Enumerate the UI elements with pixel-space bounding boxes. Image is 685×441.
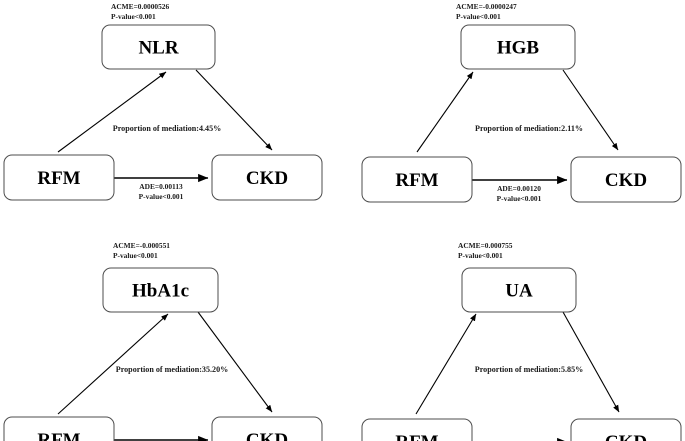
- node-exposure-box: [3, 416, 115, 441]
- acme-value-label: ACME=-0.0000247: [456, 2, 517, 11]
- ade-value-label: ADE=0.00113: [139, 182, 183, 191]
- node-outcome-box: [570, 156, 682, 203]
- edge-exposure-to-mediator: [57, 313, 169, 415]
- acme-value-label: ACME=-0.000551: [113, 241, 170, 250]
- panel-ua: ACME=0.000755 P-value<0.001 UA RFM CKD P…: [343, 221, 685, 441]
- node-exposure-label: RFM: [37, 430, 80, 441]
- ade-value-label: ADE=0.00120: [497, 184, 541, 193]
- node-exposure-box: [3, 154, 115, 201]
- node-mediator-label: HGB: [497, 38, 540, 59]
- acme-pvalue-label: P-value<0.001: [111, 12, 156, 21]
- edge-mediator-to-outcome: [562, 69, 619, 151]
- acme-pvalue-label: P-value<0.001: [456, 12, 501, 21]
- proportion-of-mediation-label: Proportion of mediation:5.85%: [475, 365, 583, 374]
- acme-pvalue-label: P-value<0.001: [458, 251, 503, 260]
- node-outcome-box: [211, 416, 323, 441]
- node-outcome-label: CKD: [246, 430, 288, 441]
- node-exposure-label: RFM: [395, 170, 438, 191]
- node-outcome-label: CKD: [605, 432, 647, 441]
- proportion-of-mediation-label: Proportion of mediation:35.20%: [116, 365, 228, 374]
- node-mediator-label: HbA1c: [132, 281, 189, 302]
- edge-mediator-to-outcome: [195, 69, 273, 151]
- proportion-of-mediation-label: Proportion of mediation:2.11%: [475, 124, 583, 133]
- panel-hgb: ACME=-0.0000247 P-value<0.001 HGB RFM CK…: [343, 0, 685, 220]
- node-exposure-box: [361, 156, 473, 203]
- edge-exposure-to-mediator: [415, 313, 477, 415]
- node-mediator-label: NLR: [138, 38, 178, 59]
- edge-mediator-to-outcome: [562, 311, 620, 413]
- edge-exposure-to-mediator: [416, 71, 474, 153]
- acme-value-label: ACME=0.0000526: [111, 2, 170, 11]
- node-exposure-label: RFM: [37, 168, 80, 189]
- node-mediator-label: UA: [505, 281, 533, 302]
- node-mediator-box: [461, 267, 577, 313]
- panel-nlr: ACME=0.0000526 P-value<0.001 NLR RFM CKD…: [0, 0, 342, 220]
- node-mediator-box: [460, 24, 576, 70]
- node-exposure-box: [361, 418, 473, 441]
- edge-exposure-to-mediator: [57, 71, 167, 153]
- node-exposure-label: RFM: [395, 432, 438, 441]
- ade-pvalue-label: P-value<0.001: [497, 194, 542, 203]
- acme-pvalue-label: P-value<0.001: [113, 251, 158, 260]
- ade-pvalue-label: P-value<0.001: [139, 192, 184, 201]
- node-outcome-box: [211, 154, 323, 201]
- acme-value-label: ACME=0.000755: [458, 241, 513, 250]
- edge-mediator-to-outcome: [197, 311, 273, 413]
- node-mediator-box: [102, 267, 219, 313]
- node-mediator-box: [101, 24, 216, 70]
- node-outcome-label: CKD: [605, 170, 647, 191]
- node-outcome-box: [570, 418, 682, 441]
- node-outcome-label: CKD: [246, 168, 288, 189]
- panel-hba1c: ACME=-0.000551 P-value<0.001 HbA1c RFM C…: [0, 221, 342, 441]
- proportion-of-mediation-label: Proportion of mediation:4.45%: [113, 124, 221, 133]
